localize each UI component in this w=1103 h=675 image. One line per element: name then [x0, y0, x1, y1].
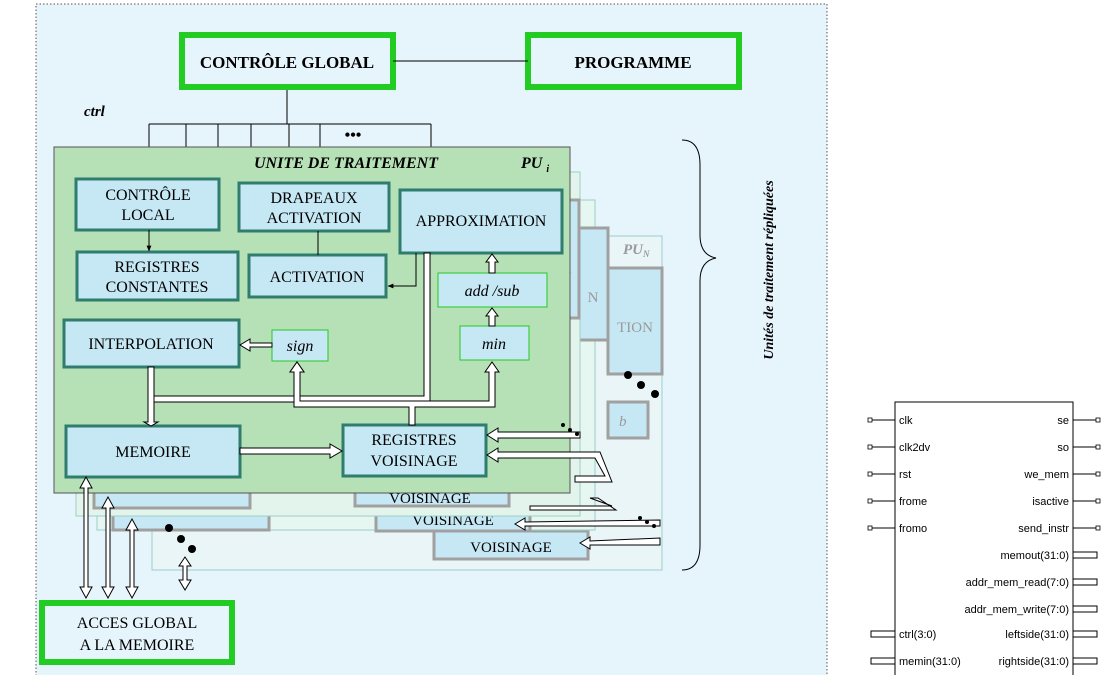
interpolation-label: INTERPOLATION	[88, 336, 214, 353]
activation-flags-box	[237, 181, 391, 233]
port-label: rst	[899, 469, 911, 481]
port-label: frome	[899, 496, 927, 508]
program-box	[525, 32, 742, 90]
sign-label: sign	[287, 338, 314, 355]
min-box	[459, 325, 530, 361]
port-pin-end	[1095, 471, 1101, 477]
bus-pin	[870, 657, 896, 665]
local-control-box	[74, 177, 221, 232]
global-memory-access-line-1: ACCES GLOBAL	[77, 615, 197, 632]
port-pin-end	[1095, 444, 1101, 450]
neighborhood-registers-line-1: REGISTRES	[371, 432, 456, 449]
global-memory-access-line-2: A LA MEMOIRE	[80, 637, 195, 654]
port-pin-end	[867, 525, 873, 531]
port-label: addr_mem_read(7:0)	[966, 577, 1069, 589]
approximation-label: APPROXIMATION	[416, 213, 547, 230]
global-memory-access-box	[39, 600, 235, 665]
port-label: memout(31:0)	[1001, 550, 1069, 562]
port-label: clk2dv	[899, 442, 931, 454]
add-sub-label: add /sub	[465, 283, 520, 300]
port-pin-end	[867, 471, 873, 477]
approximation-box	[398, 188, 564, 255]
port-pin-end	[1095, 525, 1101, 531]
hollow-data-paths	[79, 252, 661, 600]
constant-registers-line-1: REGISTRES	[114, 259, 199, 276]
faded-b-label: b	[619, 414, 627, 430]
component-bottom-ports: ctrl(3:0) leftside(31:0) memin(31:0) rights…	[870, 629, 1098, 668]
global-control-label: CONTRÔLE GLOBAL	[200, 53, 374, 72]
memory-box	[64, 424, 242, 479]
activation-label: ACTIVATION	[270, 269, 365, 286]
port-label: we_mem	[1023, 469, 1069, 481]
port-label: clk	[899, 415, 913, 427]
ctrl-bus-ellipsis: •••	[345, 127, 362, 144]
constant-registers-box	[75, 250, 240, 302]
memory-label: MEMOIRE	[115, 444, 191, 461]
ctrl-bus-drops	[148, 124, 432, 148]
port-label: fromo	[899, 523, 927, 535]
interpolation-box	[62, 318, 241, 369]
port-pin-end	[867, 417, 873, 423]
port-pin-end	[1095, 417, 1101, 423]
port-label: se	[1057, 415, 1069, 427]
component-right-ports: se so we_mem isactive send_instr	[1018, 415, 1101, 535]
constant-registers-line-2: CONSTANTES	[106, 279, 209, 296]
approx-to-activation-arrow	[387, 253, 417, 289]
port-pin-end	[867, 444, 873, 450]
port-label: leftside(31:0)	[1005, 629, 1069, 641]
voisinage-label-2: VOISINAGE	[412, 513, 494, 529]
bus-pin	[1072, 605, 1098, 613]
voisinage-label-3: VOISINAGE	[470, 540, 552, 556]
pu-n-label: PUN	[623, 242, 650, 259]
program-label: PROGRAMME	[574, 53, 691, 72]
bus-pin	[1072, 578, 1098, 586]
activation-flags-line-2: ACTIVATION	[267, 210, 362, 227]
port-label: so	[1057, 442, 1069, 454]
replication-brace	[681, 139, 717, 571]
replicated-units-label: Unités de traitement répliquées	[762, 180, 777, 360]
neighborhood-registers-box	[341, 423, 488, 478]
bus-pin	[1072, 630, 1098, 638]
replica-dots	[165, 371, 659, 553]
port-pin-end	[867, 498, 873, 504]
bus-pin	[870, 630, 896, 638]
bus-pin	[1072, 657, 1098, 665]
sign-box	[271, 329, 329, 362]
processing-unit-title: UNITE DE TRAITEMENT	[254, 155, 439, 172]
ctrl-label: ctrl	[84, 104, 106, 120]
port-pin-end	[1095, 498, 1101, 504]
global-control-box	[179, 32, 396, 90]
port-label: isactive	[1032, 496, 1069, 508]
port-label: ctrl(3:0)	[899, 629, 936, 641]
faded-n-label: N	[588, 290, 599, 306]
port-label: send_instr	[1018, 523, 1069, 535]
voisinage-label-1: VOISINAGE	[389, 491, 471, 507]
port-label: addr_mem_write(7:0)	[964, 604, 1069, 616]
neighborhood-registers-line-2: VOISINAGE	[370, 453, 457, 470]
component-symbol: clk clk2dv rst frome fromo se so we_memisactiv…	[867, 401, 1101, 675]
port-label: memin(31:0)	[899, 656, 961, 668]
component-left-ports: clk clk2dv rst frome fromo	[867, 415, 931, 535]
faded-tion-label: TION	[617, 320, 653, 336]
bus-pin	[1072, 551, 1098, 559]
activation-flags-line-1: DRAPEAUX	[270, 190, 358, 207]
port-label: rightside(31:0)	[999, 656, 1069, 668]
component-right-bus-ports: memout(31:0) addr_mem_read(7:0) addr_mem_w…	[964, 550, 1098, 616]
local-control-line-1: CONTRÔLE	[105, 185, 190, 204]
add-sub-box	[437, 272, 548, 308]
local-control-line-2: LOCAL	[121, 207, 174, 224]
component-body	[894, 401, 1074, 675]
min-label: min	[482, 336, 506, 353]
